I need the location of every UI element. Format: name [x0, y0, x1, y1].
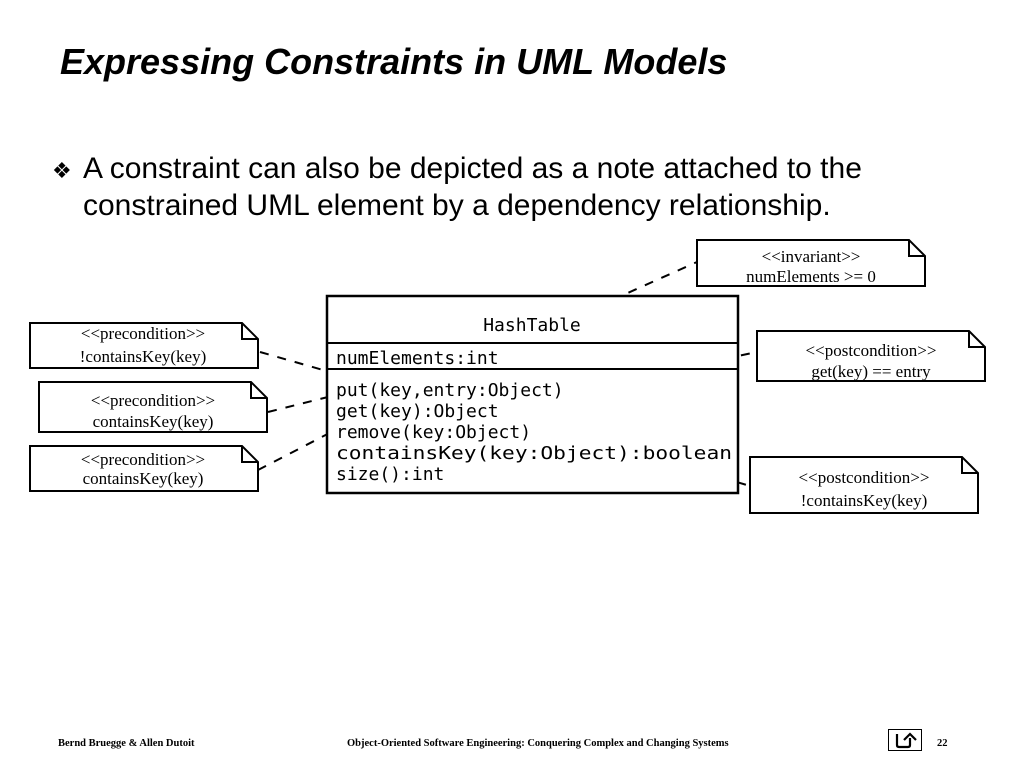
note-precondition-get: <<precondition>> containsKey(key) — [38, 381, 268, 433]
note-precondition-remove-body: !containsKey(key) — [80, 347, 207, 366]
footer-authors: Bernd Bruegge & Allen Dutoit — [58, 738, 195, 749]
note-precondition-remove: <<precondition>> !containsKey(key) — [29, 322, 259, 369]
note-postcondition-remove: <<postcondition>> !containsKey(key) — [749, 456, 979, 514]
bullet-text: A constraint can also be depicted as a n… — [83, 152, 862, 222]
note-precondition-get-stereotype: <<precondition>> — [91, 391, 215, 410]
class-operation-containskey: containsKey(key:Object):boolean — [336, 443, 732, 464]
note-postcondition-get-body: get(key) == entry — [811, 362, 931, 381]
class-operation-remove: remove(key:Object) — [336, 422, 531, 443]
note-precondition-remove-stereotype: <<precondition>> — [81, 324, 205, 343]
class-box-hashtable: HashTable numElements:int put(key,entry:… — [325, 294, 740, 495]
dependency-line-invariant — [611, 261, 698, 301]
note-postcondition-get: <<postcondition>> get(key) == entry — [756, 330, 986, 382]
note-precondition-containskey-stereotype: <<precondition>> — [81, 450, 205, 469]
return-nav-button[interactable] — [888, 729, 922, 751]
class-operation-put: put(key,entry:Object) — [336, 380, 564, 401]
note-precondition-get-body: containsKey(key) — [93, 412, 214, 431]
bullet-diamond-icon: ❖ — [52, 158, 72, 183]
note-precondition-containskey: <<precondition>> containsKey(key) — [29, 445, 259, 492]
dependency-line-pre-remove — [259, 351, 331, 373]
note-invariant: <<invariant>> numElements >= 0 — [696, 239, 926, 287]
class-attribute: numElements:int — [336, 348, 499, 369]
slide-title: Expressing Constraints in UML Models — [60, 41, 728, 82]
note-precondition-containskey-body: containsKey(key) — [83, 469, 204, 488]
page-number: 22 — [937, 738, 948, 749]
class-operation-size: size():int — [336, 464, 444, 485]
note-invariant-stereotype: <<invariant>> — [762, 247, 861, 266]
return-arrow-icon — [895, 732, 917, 749]
note-postcondition-get-stereotype: <<postcondition>> — [806, 341, 937, 360]
footer-book-title: Object-Oriented Software Engineering: Co… — [347, 738, 729, 749]
note-postcondition-remove-body: !containsKey(key) — [801, 491, 928, 510]
class-name: HashTable — [483, 315, 581, 336]
note-postcondition-remove-stereotype: <<postcondition>> — [799, 468, 930, 487]
note-invariant-body: numElements >= 0 — [746, 267, 876, 286]
class-operation-get: get(key):Object — [336, 401, 499, 422]
